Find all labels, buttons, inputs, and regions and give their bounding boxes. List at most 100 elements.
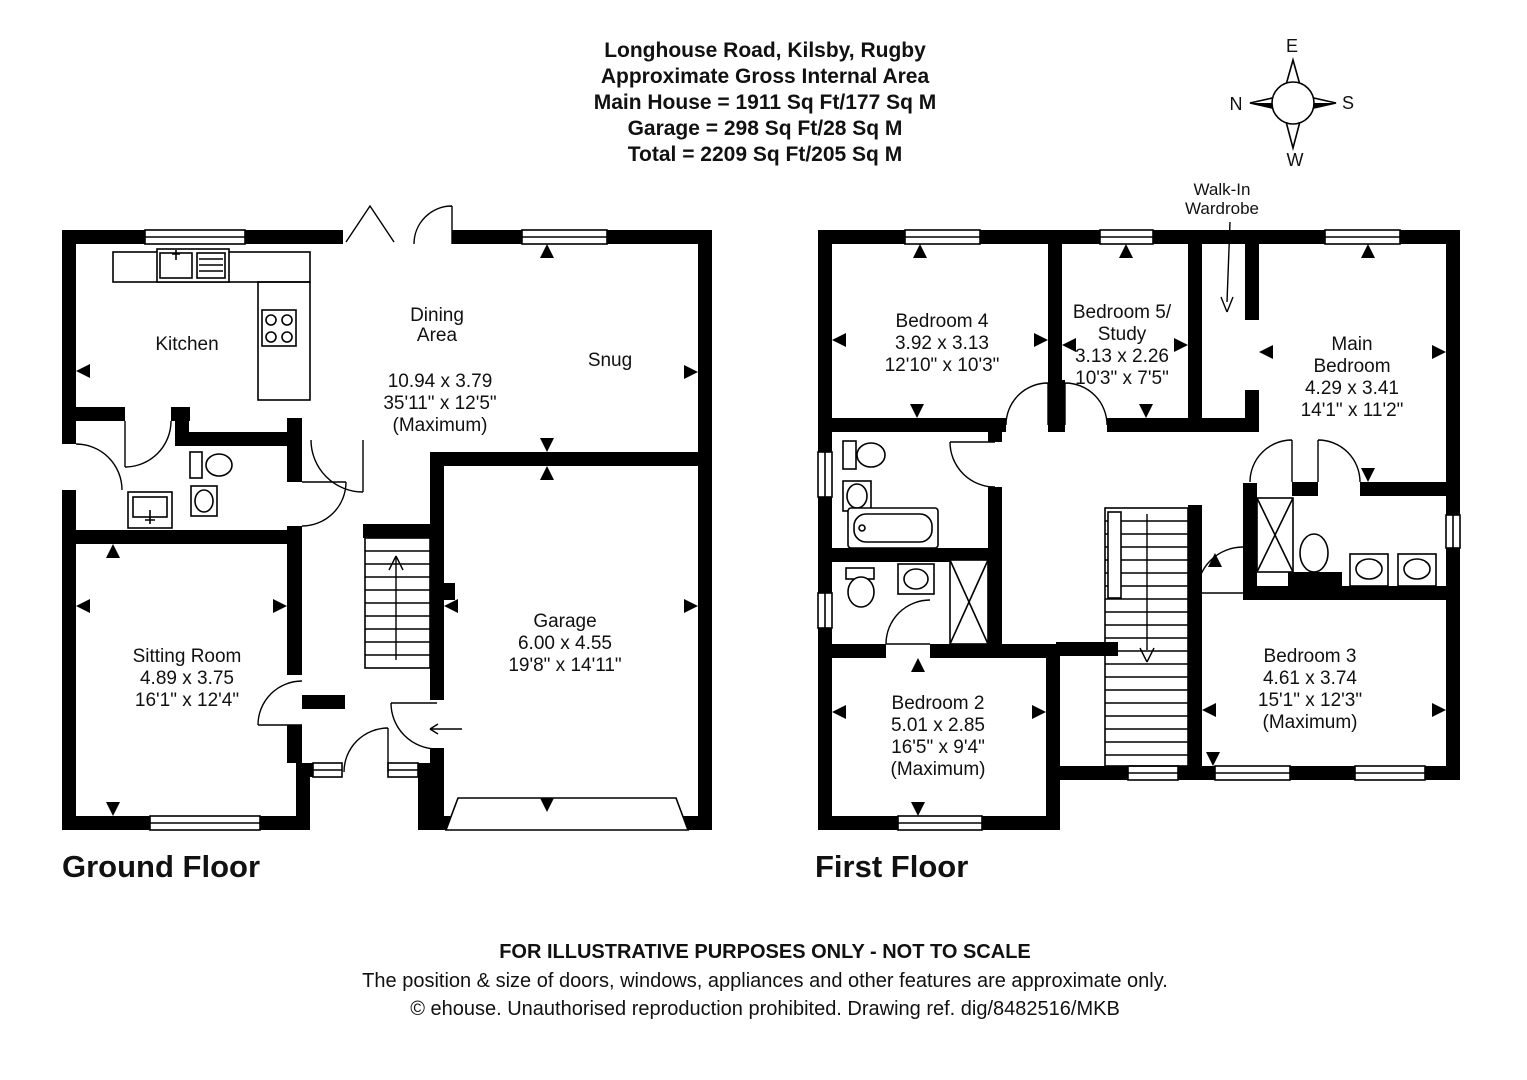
porch-gable: [345, 204, 395, 243]
main-house-area: Main House = 1911 Sq Ft/177 Sq M: [594, 91, 937, 114]
svg-text:Study: Study: [1098, 324, 1147, 345]
disclaimer-line-3: © ehouse. Unauthorised reproduction proh…: [410, 998, 1120, 1020]
total-area: Total = 2209 Sq Ft/205 Sq M: [628, 143, 902, 166]
kitchen-sink-icon: [156, 248, 230, 283]
shower-icon: [949, 559, 989, 645]
window: [897, 815, 983, 831]
sitting-room-label: Sitting Room 4.89 x 3.75 16'1" x 12'4": [133, 646, 242, 711]
svg-text:Bedroom: Bedroom: [1313, 356, 1390, 377]
window: [1127, 765, 1179, 781]
footer-block: FOR ILLUSTRATIVE PURPOSES ONLY - NOT TO …: [362, 941, 1168, 1020]
address-title: Longhouse Road, Kilsby, Rugby: [604, 39, 926, 62]
svg-text:Bedroom 3: Bedroom 3: [1264, 646, 1357, 667]
compass-north: N: [1230, 94, 1243, 114]
svg-text:14'1" x 11'2": 14'1" x 11'2": [1301, 400, 1404, 421]
svg-text:5.01 x 2.85: 5.01 x 2.85: [891, 715, 985, 736]
garage-door: [444, 797, 690, 831]
disclaimer-line-2: The position & size of doors, windows, a…: [362, 970, 1168, 992]
ground-floor-labels: Kitchen Dining Area 10.94 x 3.79 35'11" …: [62, 305, 632, 884]
window: [1324, 229, 1401, 245]
compass-west: W: [1287, 150, 1304, 170]
svg-text:6.00 x 4.55: 6.00 x 4.55: [518, 633, 612, 654]
window: [521, 229, 608, 245]
compass-south: S: [1342, 93, 1354, 113]
walk-in-label-1: Walk-In: [1194, 180, 1251, 199]
window: [817, 451, 833, 498]
svg-text:19'8" x 14'11": 19'8" x 14'11": [508, 655, 621, 676]
basin-icon: [897, 563, 935, 595]
basin-icon: [190, 485, 218, 517]
basin-icon: [1397, 553, 1437, 587]
svg-text:4.89 x 3.75: 4.89 x 3.75: [140, 668, 234, 689]
svg-text:(Maximum): (Maximum): [891, 759, 986, 780]
walk-in-label-2: Wardrobe: [1185, 199, 1259, 218]
svg-text:3.92 x 3.13: 3.92 x 3.13: [895, 333, 989, 354]
stairs-up-arrow: [388, 555, 404, 660]
main-bedroom-label: Main Bedroom 4.29 x 3.41 14'1" x 11'2": [1301, 334, 1404, 421]
toilet-icon: [845, 567, 875, 608]
shower-icon: [1256, 497, 1294, 573]
walk-in-wardrobe-annotation: Walk-In Wardrobe: [1185, 180, 1259, 313]
svg-text:Area: Area: [417, 325, 458, 346]
window: [144, 229, 246, 245]
window: [817, 592, 833, 629]
stairs-down-arrow: [1139, 514, 1155, 663]
svg-text:(Maximum): (Maximum): [393, 415, 488, 436]
header-block: Longhouse Road, Kilsby, Rugby Approximat…: [594, 39, 937, 166]
first-floor-dimension-markers: [832, 244, 1446, 816]
first-floor-title: First Floor: [815, 849, 968, 884]
svg-text:Dining: Dining: [410, 305, 464, 326]
svg-text:Bedroom 5/: Bedroom 5/: [1073, 302, 1172, 323]
first-floor-windows: [817, 229, 1461, 831]
toilet-icon: [1299, 533, 1329, 573]
svg-text:Sitting Room: Sitting Room: [133, 646, 242, 667]
first-floor-labels: Bedroom 4 3.92 x 3.13 12'10" x 10'3" Bed…: [815, 302, 1403, 884]
wardrobe-pointer-arrow: [1220, 221, 1234, 313]
svg-text:16'1" x 12'4": 16'1" x 12'4": [135, 690, 239, 711]
svg-text:3.13 x 2.26: 3.13 x 2.26: [1075, 346, 1169, 367]
svg-text:15'1" x 12'3": 15'1" x 12'3": [1258, 690, 1362, 711]
window: [1354, 765, 1426, 781]
svg-text:10'3" x 7'5": 10'3" x 7'5": [1075, 368, 1169, 389]
ground-floor-title: Ground Floor: [62, 849, 260, 884]
svg-text:4.61 x 3.74: 4.61 x 3.74: [1263, 668, 1357, 689]
garage-label: Garage 6.00 x 4.55 19'8" x 14'11": [508, 611, 621, 676]
ground-floor-doors: [75, 205, 462, 773]
svg-text:10.94 x 3.79: 10.94 x 3.79: [388, 371, 493, 392]
first-floor-doors: [885, 382, 1361, 645]
utility-sink-icon: [127, 491, 173, 529]
svg-text:16'5" x 9'4": 16'5" x 9'4": [891, 737, 985, 758]
disclaimer-line-1: FOR ILLUSTRATIVE PURPOSES ONLY - NOT TO …: [499, 941, 1031, 963]
toilet-icon: [189, 451, 233, 479]
svg-text:12'10" x 10'3": 12'10" x 10'3": [885, 355, 1000, 376]
svg-text:Bedroom 2: Bedroom 2: [892, 693, 985, 714]
svg-text:(Maximum): (Maximum): [1263, 712, 1358, 733]
svg-text:Garage: Garage: [533, 611, 596, 632]
area-subtitle: Approximate Gross Internal Area: [601, 65, 930, 88]
ground-floor-fixtures: [112, 248, 311, 529]
toilet-icon: [842, 440, 886, 470]
garage-area: Garage = 298 Sq Ft/28 Sq M: [628, 117, 903, 140]
dining-label: Dining Area 10.94 x 3.79 35'11" x 12'5" …: [383, 305, 496, 436]
window: [149, 815, 261, 831]
snug-label: Snug: [588, 350, 632, 371]
first-floor-stairs: [1104, 507, 1189, 767]
window: [312, 762, 343, 778]
bedroom5-label: Bedroom 5/ Study 3.13 x 2.26 10'3" x 7'5…: [1073, 302, 1172, 389]
compass-east: E: [1286, 36, 1298, 56]
bedroom3-label: Bedroom 3 4.61 x 3.74 15'1" x 12'3" (Max…: [1258, 646, 1362, 733]
basin-icon: [1349, 553, 1389, 587]
bedroom4-label: Bedroom 4 3.92 x 3.13 12'10" x 10'3": [885, 311, 1000, 376]
window: [387, 762, 419, 778]
first-floor-fixtures: [842, 440, 1437, 645]
bath-icon: [847, 507, 939, 549]
ground-floor-walls: [62, 230, 712, 830]
ground-floor-dimension-markers: [76, 244, 698, 816]
svg-text:35'11" x 12'5": 35'11" x 12'5": [383, 393, 496, 414]
ground-floor-windows: [144, 229, 608, 831]
window: [1214, 765, 1291, 781]
window: [904, 229, 981, 245]
window: [1099, 229, 1154, 245]
